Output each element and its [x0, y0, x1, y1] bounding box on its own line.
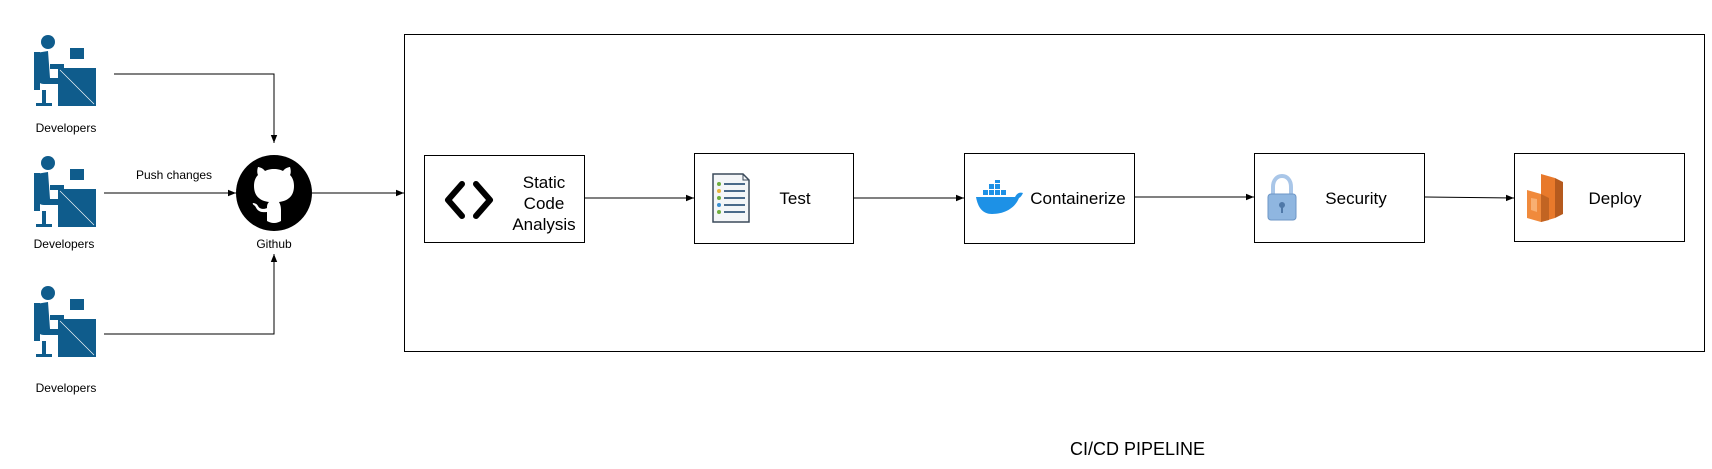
pipeline-title: CI/CD PIPELINE — [1070, 439, 1206, 459]
stage-label: Security — [1325, 189, 1387, 208]
edge-dev3-github — [104, 254, 278, 335]
stage-label: Containerize — [1030, 189, 1126, 208]
developer-icon — [34, 286, 96, 357]
edge-security-deploy — [1424, 194, 1515, 202]
stage-label: Test — [779, 189, 811, 208]
developer-label: Developers — [35, 121, 97, 135]
checklist-icon — [712, 173, 750, 223]
stage-deploy: Deploy — [1514, 153, 1685, 242]
padlock-icon — [1267, 174, 1297, 221]
stage-label: Static Code Analysis — [512, 173, 576, 234]
developer-icon — [34, 35, 96, 106]
aws-lambda-icon — [1527, 174, 1563, 222]
stage-test: Test — [694, 153, 854, 244]
docker-whale-icon — [976, 180, 1023, 214]
github-icon — [236, 155, 312, 231]
developer-label: Developers — [33, 237, 95, 251]
stage-label: Deploy — [1588, 189, 1642, 208]
github-label: Github — [256, 237, 292, 251]
pipeline-container — [404, 34, 1705, 352]
stage-security: Security — [1254, 153, 1425, 243]
push-changes-label: Push changes — [136, 168, 213, 182]
developer-label: Developers — [35, 381, 97, 395]
stage-containerize: Containerize — [964, 153, 1135, 244]
developer-icon — [34, 156, 96, 227]
edge-dev1-github — [114, 73, 278, 143]
code-brackets-icon — [445, 181, 493, 219]
stage-static-code-analysis: Static Code Analysis — [424, 155, 585, 243]
